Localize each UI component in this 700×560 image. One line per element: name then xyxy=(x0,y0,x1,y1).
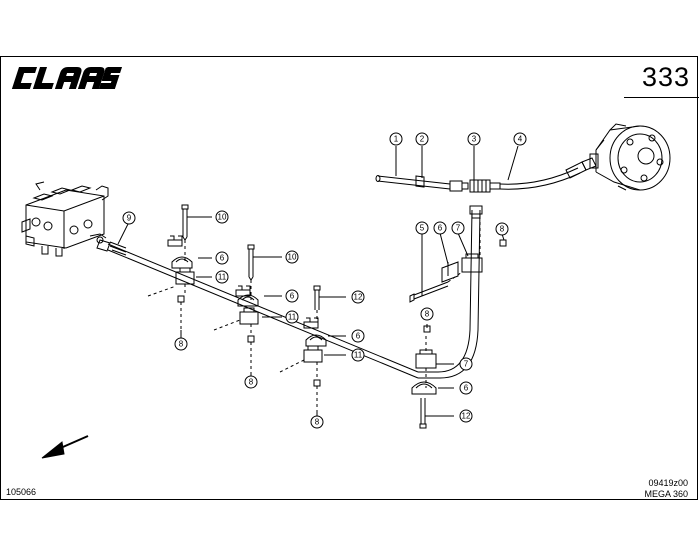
callout-circle-6c xyxy=(285,289,299,303)
callout-9: 9 xyxy=(127,214,132,223)
callout-11: 11 xyxy=(288,313,297,322)
callout-8: 8 xyxy=(425,310,430,319)
callout-circle-11b xyxy=(285,310,299,324)
direction-arrow xyxy=(41,435,89,459)
callout-circle-11a xyxy=(215,270,229,284)
clamp-shell-3 xyxy=(305,334,327,347)
callout-circle-2 xyxy=(415,132,429,146)
pipe-clamp-5 xyxy=(461,253,483,273)
callout-circle-7a xyxy=(451,221,465,235)
callout-6: 6 xyxy=(438,224,443,233)
callout-circle-8e xyxy=(420,307,434,321)
page-number: 333 xyxy=(641,62,690,92)
callout-circle-12b xyxy=(459,409,473,423)
callout-circle-8c xyxy=(244,375,258,389)
callout-10: 10 xyxy=(218,213,227,222)
bracket-small-2 xyxy=(235,285,251,297)
callout-circle-8d xyxy=(310,415,324,429)
hydraulic-motor xyxy=(589,123,671,191)
bolt-middle xyxy=(247,244,255,281)
callout-1: 1 xyxy=(394,135,399,144)
callout-6: 6 xyxy=(220,254,225,263)
callout-5: 5 xyxy=(420,224,425,233)
callout-circle-8a xyxy=(495,222,509,236)
bolt-lower xyxy=(419,398,427,429)
callout-8: 8 xyxy=(500,225,505,234)
callout-10: 10 xyxy=(288,253,297,262)
callout-circle-7b xyxy=(459,357,473,371)
nut-2 xyxy=(247,335,255,343)
assembly-guide-lines xyxy=(147,216,481,412)
callout-circle-11c xyxy=(351,348,365,362)
callout-circle-6a xyxy=(433,221,447,235)
callout-circle-5 xyxy=(415,221,429,235)
nut-5 xyxy=(499,239,507,247)
callout-circle-6d xyxy=(351,329,365,343)
model-name: MEGA 360 xyxy=(644,489,688,499)
bracket-small-3 xyxy=(303,317,319,329)
callout-4: 4 xyxy=(518,135,523,144)
pipe-clamp-3 xyxy=(303,345,323,363)
callout-8: 8 xyxy=(179,340,184,349)
bolt-upper-left xyxy=(181,204,189,241)
clamp-shell-4 xyxy=(441,261,459,283)
callout-2: 2 xyxy=(420,135,425,144)
callout-3: 3 xyxy=(472,135,477,144)
callout-6: 6 xyxy=(464,384,469,393)
callout-circle-6b xyxy=(215,251,229,265)
callout-11: 11 xyxy=(218,273,227,282)
nut-1 xyxy=(177,295,185,303)
clamp-shell-2 xyxy=(237,294,259,307)
clamp-shell-5 xyxy=(411,381,437,395)
document-id: 105066 xyxy=(6,487,37,497)
upper-rod-assembly xyxy=(375,157,597,193)
callout-11: 11 xyxy=(354,351,363,360)
callout-7: 7 xyxy=(464,360,469,369)
bolt-upper-right xyxy=(313,285,321,310)
callout-8: 8 xyxy=(249,378,254,387)
nut-4 xyxy=(423,325,431,333)
drawing-frame xyxy=(0,56,698,500)
callout-circle-1 xyxy=(389,132,403,146)
pipe-clamp-4 xyxy=(415,349,437,369)
callout-circle-12a xyxy=(351,290,365,304)
callout-circle-6e xyxy=(459,381,473,395)
clamp-shell-1 xyxy=(171,256,193,269)
callout-circle-10a xyxy=(215,210,229,224)
callout-7: 7 xyxy=(456,224,461,233)
callout-circle-9 xyxy=(122,211,136,225)
callout-8: 8 xyxy=(315,418,320,427)
callout-12: 12 xyxy=(354,293,363,302)
callout-6: 6 xyxy=(356,332,361,341)
pipe-clamp-1 xyxy=(175,267,195,285)
callout-6: 6 xyxy=(290,292,295,301)
bolt-horizontal xyxy=(409,281,449,303)
nut-3 xyxy=(313,379,321,387)
callout-circle-8b xyxy=(174,337,188,351)
control-valve-block xyxy=(21,181,109,257)
page-number-rule xyxy=(624,97,699,98)
reference-code: 09419z00 xyxy=(648,478,688,488)
claas-logo xyxy=(11,67,122,89)
callout-circle-10b xyxy=(285,250,299,264)
callout-circle-3 xyxy=(467,132,481,146)
bracket-small-1 xyxy=(167,235,183,247)
callout-12: 12 xyxy=(462,412,471,421)
pipe-clamp-2 xyxy=(239,307,259,325)
callout-circle-4 xyxy=(513,132,527,146)
leader-lines xyxy=(117,145,519,417)
